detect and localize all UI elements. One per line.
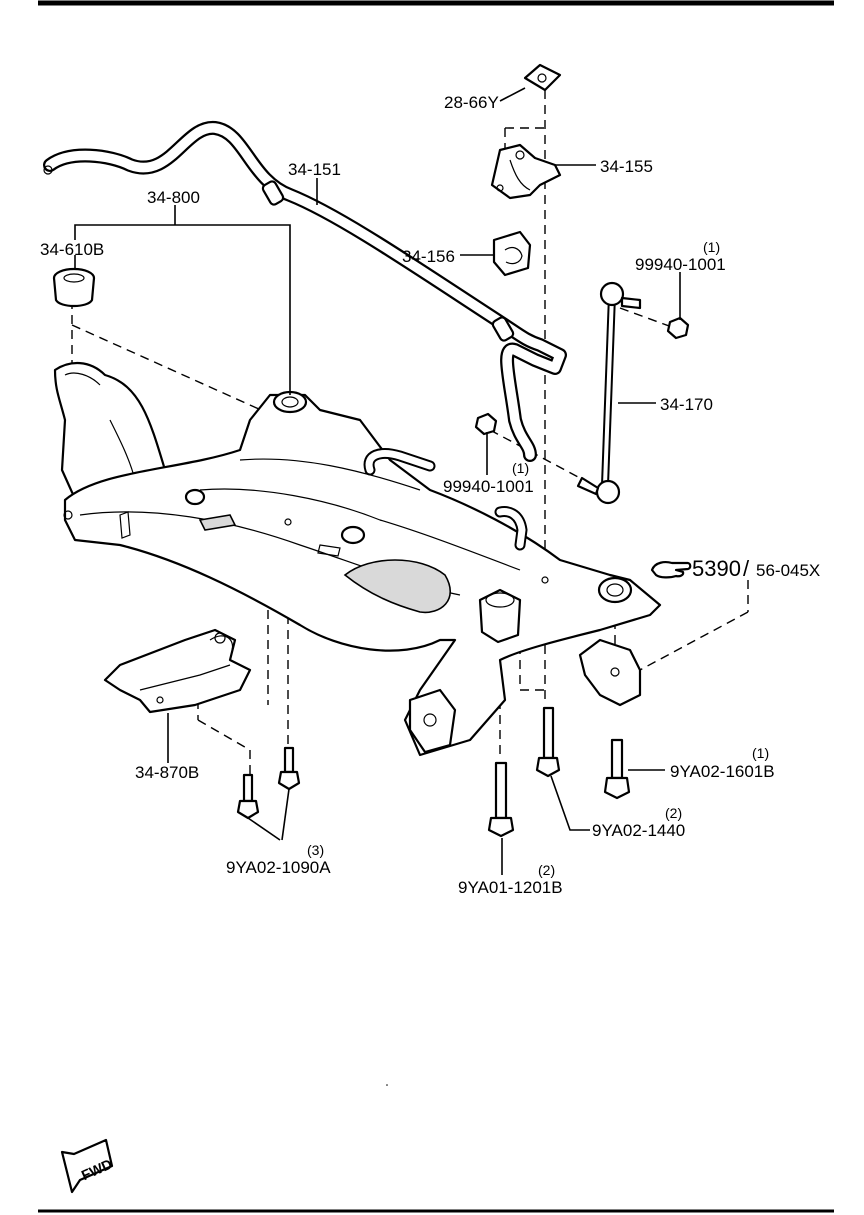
ref-number: 5390 bbox=[692, 556, 741, 581]
label-34-870b: 34-870B bbox=[135, 763, 199, 782]
leader-lines bbox=[74, 87, 681, 875]
nut-99940-1001-top bbox=[666, 316, 690, 340]
label-9ya02-1601b: 9YA02-1601B bbox=[670, 762, 775, 781]
bracket-34-155 bbox=[490, 143, 562, 200]
ref-code: 56-045X bbox=[756, 561, 820, 580]
stabilizer-bar bbox=[43, 121, 567, 462]
ref-separator: / bbox=[743, 556, 750, 581]
qty-9ya01-1201b: (2) bbox=[538, 862, 555, 878]
label-9ya02-1440: 9YA02-1440 bbox=[592, 821, 685, 840]
front-crossmember-34-800 bbox=[53, 362, 662, 757]
label-34-170: 34-170 bbox=[660, 395, 713, 414]
label-34-156: 34-156 bbox=[402, 247, 455, 266]
label-34-800: 34-800 bbox=[147, 188, 200, 207]
bushing-34-610b bbox=[52, 267, 96, 308]
bolt-9ya01-1201b bbox=[487, 761, 515, 838]
bolt-9ya02-1601b bbox=[603, 738, 631, 800]
stray-dot bbox=[386, 1084, 388, 1086]
qty-99940-1001-mid: (1) bbox=[512, 460, 529, 476]
nut-28-66y bbox=[523, 63, 562, 92]
bracket-5390 bbox=[578, 638, 642, 707]
qty-99940-1001-top: (1) bbox=[703, 239, 720, 255]
label-34-610b: 34-610B bbox=[40, 240, 104, 259]
qty-9ya02-1440: (2) bbox=[665, 805, 682, 821]
bracket-34-870b bbox=[103, 628, 252, 714]
label-34-151: 34-151 bbox=[288, 160, 341, 179]
qty-9ya02-1601b: (1) bbox=[752, 745, 769, 761]
stabilizer-link-34-170 bbox=[576, 281, 642, 505]
label-28-66y: 28-66Y bbox=[444, 93, 499, 112]
qty-9ya02-1090a: (3) bbox=[307, 842, 324, 858]
label-99940-1001-top: 99940-1001 bbox=[635, 255, 726, 274]
bolt-9ya02-1440 bbox=[535, 706, 561, 778]
label-9ya02-1090a: 9YA02-1090A bbox=[226, 858, 331, 877]
forward-arrow-icon: FWD bbox=[60, 1138, 114, 1194]
label-9ya01-1201b: 9YA01-1201B bbox=[458, 878, 563, 897]
bolt-9ya02-1090a-right bbox=[277, 746, 301, 791]
bolt-9ya02-1090a-left bbox=[236, 773, 260, 820]
label-99940-1001-mid: 99940-1001 bbox=[443, 477, 534, 496]
pointing-hand-icon bbox=[650, 561, 692, 579]
bushing-34-156 bbox=[492, 230, 532, 277]
nut-99940-1001-mid bbox=[474, 412, 498, 436]
label-34-155: 34-155 bbox=[600, 157, 653, 176]
